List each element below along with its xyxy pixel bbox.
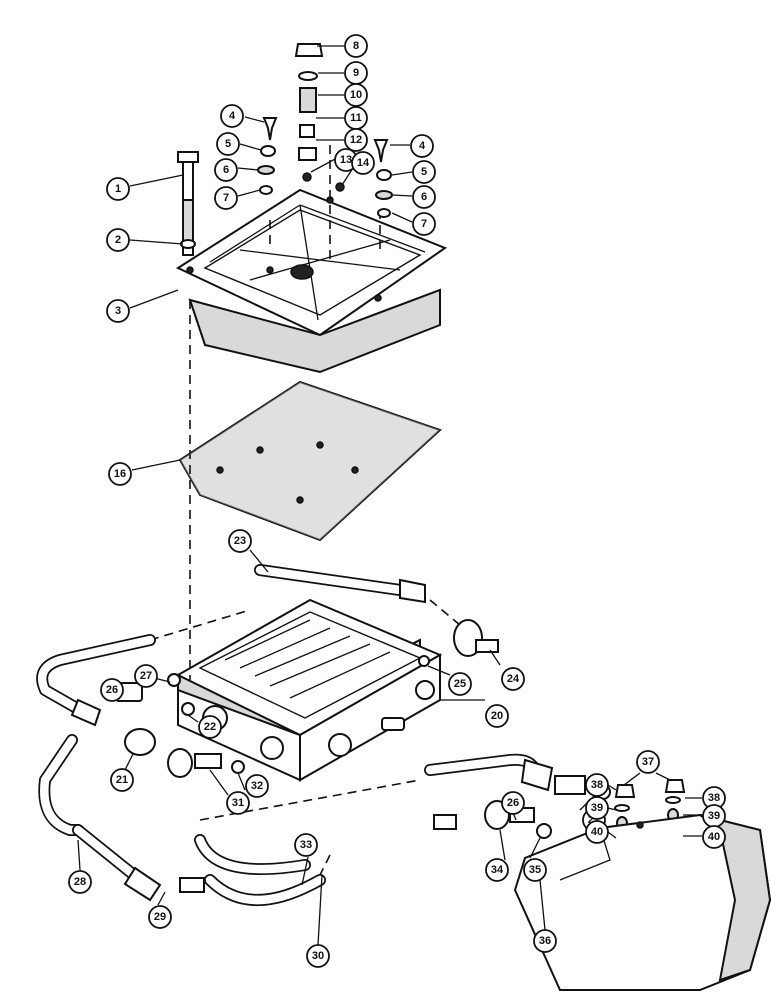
- callout: 36: [533, 929, 557, 953]
- svg-text:29: 29: [154, 911, 166, 923]
- callout: 10: [344, 83, 368, 107]
- svg-text:12: 12: [350, 134, 362, 146]
- svg-text:27: 27: [140, 670, 152, 682]
- svg-text:22: 22: [204, 721, 216, 733]
- svg-text:5: 5: [421, 166, 427, 178]
- callout: 25: [448, 672, 472, 696]
- callout: 7: [214, 186, 238, 210]
- svg-text:28: 28: [74, 876, 86, 888]
- callout: 20: [485, 704, 509, 728]
- callout: 14: [351, 151, 375, 175]
- svg-text:40: 40: [591, 826, 603, 838]
- svg-text:3: 3: [115, 305, 121, 317]
- svg-text:4: 4: [419, 140, 426, 152]
- callouts: 1 2 3 4 5 6 7 8 9 10 11 12 13 14 4 5 6 7…: [68, 34, 726, 968]
- callout: 4: [410, 134, 434, 158]
- tubes: [36, 564, 554, 906]
- svg-text:26: 26: [507, 797, 519, 809]
- svg-text:11: 11: [350, 112, 362, 124]
- callout: 35: [523, 858, 547, 882]
- callout: 39: [585, 796, 609, 820]
- svg-text:9: 9: [353, 67, 359, 79]
- cover-plate: [175, 188, 448, 374]
- callout: 9: [344, 61, 368, 85]
- svg-text:23: 23: [234, 535, 246, 547]
- svg-text:33: 33: [300, 839, 312, 851]
- callout: 2: [106, 228, 130, 252]
- callout: 38: [585, 773, 609, 797]
- callout: 34: [485, 858, 509, 882]
- svg-text:5: 5: [225, 138, 231, 150]
- svg-text:10: 10: [350, 89, 362, 101]
- callout: 32: [245, 774, 269, 798]
- svg-text:24: 24: [507, 673, 520, 685]
- svg-text:16: 16: [114, 468, 126, 480]
- svg-text:4: 4: [229, 110, 236, 122]
- svg-text:7: 7: [421, 218, 427, 230]
- svg-text:36: 36: [539, 935, 551, 947]
- svg-text:6: 6: [223, 164, 229, 176]
- callout: 6: [412, 185, 436, 209]
- svg-text:1: 1: [115, 183, 121, 195]
- callout: 5: [412, 160, 436, 184]
- callout: 4: [220, 104, 244, 128]
- callout: 11: [344, 106, 368, 130]
- svg-text:32: 32: [251, 780, 263, 792]
- callout: 29: [148, 905, 172, 929]
- callout: 1: [106, 177, 130, 201]
- svg-text:26: 26: [106, 684, 118, 696]
- callout: 26: [501, 791, 525, 815]
- svg-text:35: 35: [529, 864, 541, 876]
- svg-text:38: 38: [708, 792, 720, 804]
- svg-text:30: 30: [312, 950, 324, 962]
- leader-lines: [77, 45, 702, 946]
- svg-text:31: 31: [232, 797, 244, 809]
- svg-text:14: 14: [357, 157, 370, 169]
- callout: 28: [68, 870, 92, 894]
- callout: 6: [214, 158, 238, 182]
- callout: 24: [501, 667, 525, 691]
- svg-text:39: 39: [708, 810, 720, 822]
- callout: 3: [106, 299, 130, 323]
- svg-text:21: 21: [116, 774, 128, 786]
- gasket: [178, 380, 442, 542]
- callout: 26: [100, 678, 124, 702]
- callout: 39: [702, 804, 726, 828]
- svg-text:34: 34: [491, 864, 504, 876]
- callout: 37: [636, 750, 660, 774]
- callout: 8: [344, 34, 368, 58]
- svg-text:40: 40: [708, 831, 720, 843]
- svg-text:20: 20: [491, 710, 503, 722]
- callout: 5: [216, 132, 240, 156]
- svg-text:8: 8: [353, 40, 359, 52]
- svg-text:25: 25: [454, 678, 466, 690]
- svg-text:13: 13: [340, 154, 352, 166]
- callout: 12: [344, 128, 368, 152]
- callout: 33: [294, 833, 318, 857]
- callout: 30: [306, 944, 330, 968]
- callout: 21: [110, 768, 134, 792]
- callout: 27: [134, 664, 158, 688]
- callout: 23: [228, 529, 252, 553]
- svg-text:37: 37: [642, 756, 654, 768]
- svg-text:39: 39: [591, 802, 603, 814]
- callout: 22: [198, 715, 222, 739]
- callout: 16: [108, 462, 132, 486]
- svg-text:38: 38: [591, 779, 603, 791]
- svg-text:2: 2: [115, 234, 121, 246]
- valve-body: [175, 598, 443, 782]
- svg-text:7: 7: [223, 192, 229, 204]
- callout: 38: [702, 786, 726, 810]
- svg-text:6: 6: [421, 191, 427, 203]
- callout: 40: [585, 820, 609, 844]
- callout: 40: [702, 825, 726, 849]
- callout: 31: [226, 791, 250, 815]
- callout: 7: [412, 212, 436, 236]
- transmission-housing: [513, 813, 772, 991]
